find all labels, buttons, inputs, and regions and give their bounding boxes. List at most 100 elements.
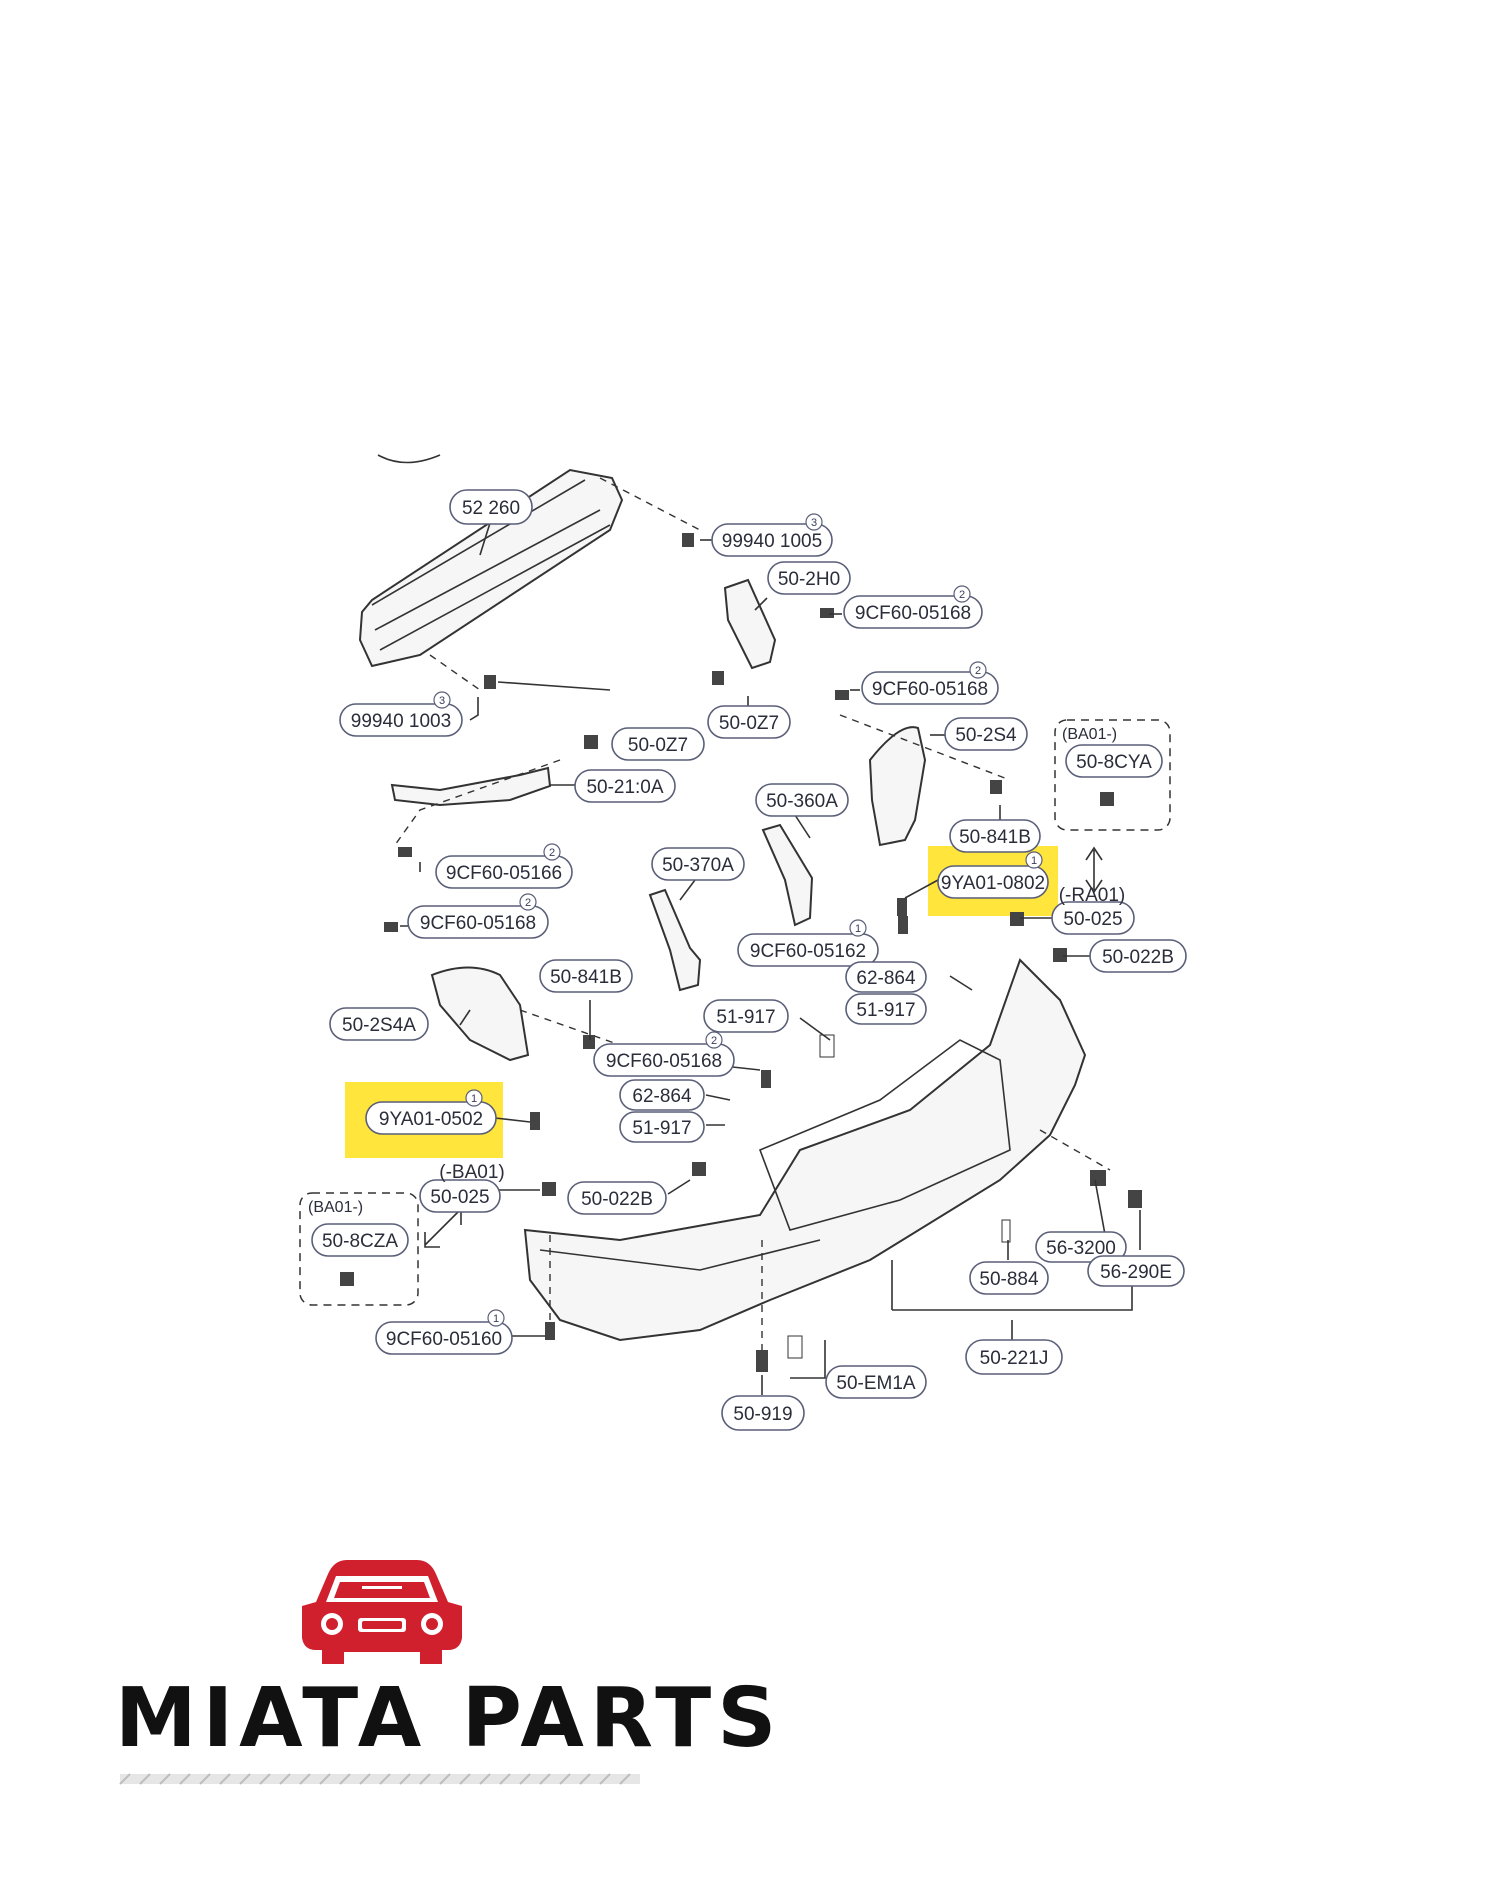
bumper-reinforcement-beam — [358, 468, 624, 668]
leader-line — [667, 1179, 691, 1195]
svg-text:50-8CYA: 50-8CYA — [1076, 752, 1152, 773]
callout-50-025-right: 50-025(-RA01) — [1051, 885, 1135, 935]
fold-line — [377, 454, 441, 464]
callout-50-2h0: 50-2H0 — [767, 561, 851, 595]
leader-line — [949, 975, 973, 991]
clip-icon — [340, 1272, 354, 1286]
leader-line — [754, 597, 768, 611]
leader-line — [459, 1009, 471, 1026]
arrow-icon — [424, 1209, 462, 1248]
bolt-icon — [484, 675, 496, 689]
svg-text:9YA01-0802: 9YA01-0802 — [941, 873, 1045, 894]
assembly-line-3 — [394, 759, 561, 846]
svg-text:50-21:0A: 50-21:0A — [586, 777, 663, 798]
screw-icon — [692, 1162, 706, 1176]
group-box-left: (BA01-) — [299, 1192, 419, 1306]
svg-text:50-025: 50-025 — [430, 1187, 489, 1208]
callout-50-8cza: 50-8CZA — [311, 1223, 409, 1257]
callout-52-260: 52 260 — [449, 489, 533, 525]
group-label-left: (BA01-) — [308, 1199, 363, 1216]
svg-text:51-917: 51-917 — [716, 1007, 775, 1028]
bolt-icon — [820, 608, 834, 618]
svg-text:50-EM1A: 50-EM1A — [836, 1373, 916, 1394]
svg-text:51-917: 51-917 — [632, 1118, 691, 1139]
bracket-50-370a — [648, 888, 702, 992]
pad-icon — [787, 1335, 803, 1359]
svg-text:9CF60-05160: 9CF60-05160 — [386, 1329, 502, 1350]
callout-9cf60-05160: 9CF60-05160 1 — [375, 1309, 513, 1355]
callout-50-2s4a: 50-2S4A — [329, 1007, 429, 1041]
svg-text:62-864: 62-864 — [632, 1086, 692, 1107]
bolt-icon — [835, 690, 849, 700]
svg-text:1: 1 — [855, 923, 861, 935]
callout-9ya01-0502: 9YA01-0502 1 — [365, 1089, 497, 1135]
pad-icon — [819, 1034, 835, 1058]
svg-text:50-0Z7: 50-0Z7 — [719, 713, 779, 734]
sensor-icon — [1090, 1170, 1106, 1186]
bolt-icon — [384, 922, 398, 932]
assembly-line-5 — [519, 1009, 621, 1046]
svg-text:2: 2 — [975, 665, 981, 677]
grille-50-2s4 — [868, 726, 927, 847]
screw-icon — [545, 1322, 555, 1340]
leader-line — [469, 697, 479, 721]
callout-50-841b-left: 50-841B — [539, 959, 633, 993]
arrow-icon — [1085, 846, 1103, 894]
callout-9cf60-05166: 9CF60-05166 2 — [435, 843, 573, 889]
callout-50-022b-right: 50-022B — [1089, 939, 1187, 973]
svg-text:2: 2 — [549, 847, 555, 859]
svg-text:3: 3 — [439, 695, 445, 707]
bracket-50-360a — [761, 823, 814, 927]
callout-56-290e: 56-290E — [1087, 1255, 1185, 1287]
leader-line — [494, 1117, 531, 1123]
screw-icon — [897, 898, 907, 916]
bolt-icon — [682, 533, 694, 547]
pad-icon — [1001, 1219, 1011, 1243]
svg-text:50-2H0: 50-2H0 — [778, 569, 840, 590]
grille-50-2s4a — [430, 966, 530, 1062]
svg-text:50-025: 50-025 — [1063, 909, 1122, 930]
callout-50-2s4: 50-2S4 — [944, 717, 1028, 751]
brand-underline — [119, 1773, 640, 1785]
svg-text:50-2S4A: 50-2S4A — [342, 1015, 416, 1036]
svg-text:1: 1 — [471, 1093, 477, 1105]
callout-50-919: 50-919 — [721, 1395, 805, 1431]
svg-text:2: 2 — [711, 1035, 717, 1047]
leader-line — [679, 879, 696, 901]
svg-text:50-360A: 50-360A — [766, 791, 838, 812]
screw-icon — [756, 1350, 768, 1372]
bolt-icon — [712, 671, 724, 685]
screw-icon — [530, 1112, 540, 1130]
callout-56-3200: 56-3200 — [1035, 1231, 1127, 1263]
callout-50-025-left: 50-025 (-BA01) — [419, 1162, 505, 1213]
callout-62-864-right: 62-864 — [845, 961, 927, 993]
group-box-right: (BA01-) — [1054, 719, 1171, 831]
car-front-icon — [302, 1560, 462, 1664]
callout-50-360a: 50-360A — [755, 783, 849, 817]
svg-text:9YA01-0502: 9YA01-0502 — [379, 1109, 483, 1130]
svg-text:9CF60-05166: 9CF60-05166 — [446, 863, 562, 884]
svg-text:50-841B: 50-841B — [550, 967, 622, 988]
svg-text:2: 2 — [959, 589, 965, 601]
note-ba01: (-BA01) — [439, 1162, 504, 1183]
leader-line — [790, 1340, 826, 1379]
callout-9cf60-05168-a: 9CF60-05168 2 — [843, 585, 983, 629]
leader-line — [904, 879, 939, 899]
rear-bumper-cover — [523, 958, 1087, 1342]
leader-line — [705, 1094, 731, 1101]
svg-text:9CF60-05168: 9CF60-05168 — [855, 603, 971, 624]
callout-51-917-middle: 51-917 — [703, 999, 789, 1033]
callout-50-841b-right: 50-841B — [949, 819, 1041, 853]
screw-icon — [898, 916, 908, 934]
callout-50-em1a: 50-EM1A — [825, 1365, 927, 1399]
svg-text:1: 1 — [493, 1313, 499, 1325]
callout-50-221j: 50-221J — [965, 1339, 1063, 1375]
brand-name: MIATA PARTS — [115, 1671, 782, 1766]
svg-text:50-884: 50-884 — [979, 1269, 1039, 1290]
